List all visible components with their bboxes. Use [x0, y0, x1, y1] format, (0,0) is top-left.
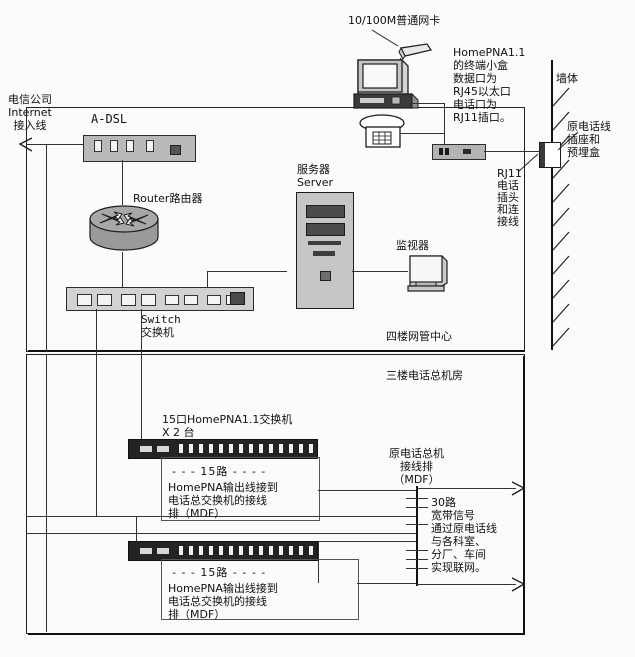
- switch-downlink-left-drop: [136, 516, 137, 541]
- mdf-label: 原电话总机 接线排 （MDF）: [389, 447, 444, 486]
- mdf-tick: [406, 568, 428, 569]
- server-to-monitor-line: [352, 271, 408, 272]
- pc-to-pna-line-h: [412, 103, 444, 104]
- hpna-output-note-1: HomePNA输出线接到 电话总交换机的接线 排（MDF）: [168, 481, 278, 520]
- wall-socket-icon: [539, 142, 561, 168]
- telephone-icon: [359, 114, 405, 148]
- mdf-out-bottom-arrow-icon: [511, 577, 526, 592]
- mdf-out-top-line: [416, 488, 516, 489]
- mdf-tick: [406, 524, 428, 525]
- mdf-feed-line-1: [26, 516, 416, 517]
- adsl-to-router-line: [122, 160, 123, 205]
- nic-label: 10/100M普通网卡: [348, 14, 441, 27]
- adsl-modem-icon: [83, 135, 196, 162]
- floor3-box-shadow-right: [523, 356, 525, 634]
- hpna-note-box-2: [161, 559, 359, 620]
- wall-label: 墙体: [556, 72, 578, 85]
- switch-downlink-right: [141, 309, 142, 439]
- hpna1-to-mdf-line: [318, 490, 416, 491]
- mdf-tick: [406, 559, 428, 560]
- mdf-note-label: 30路 宽带信号 通过原电话线 与各科室、 分厂、车间 实现联网。: [431, 496, 497, 574]
- telecom-arrow-icon: [18, 137, 33, 152]
- hpna-output-note-2: HomePNA输出线接到 电话总交换机的接线 排（MDF）: [168, 582, 278, 621]
- switch-downlink-left: [96, 309, 97, 516]
- desktop-computer-icon: [353, 59, 419, 109]
- monitor-label: 监视器: [396, 239, 429, 252]
- floor3-label: 三楼电话总机房: [386, 369, 463, 382]
- mdf-tick: [406, 550, 428, 551]
- hpna-note-box-1: [161, 457, 320, 521]
- homepna-switch-icon-2: [128, 541, 318, 561]
- mdf-out-bottom-line: [416, 584, 516, 585]
- crt-monitor-icon: [407, 255, 448, 292]
- rj11-leader: [517, 153, 539, 173]
- switch-to-server-line-h: [207, 271, 287, 272]
- telecom-line-horizontal: [26, 144, 83, 145]
- network-card-icon: [398, 43, 432, 60]
- switch-label: Switch 交换机: [141, 313, 181, 339]
- lines15-label-1: - - - 15路 - - - -: [172, 465, 267, 478]
- wall-hatching-icon: [552, 87, 570, 347]
- floor4-box-shadow-bottom: [28, 350, 525, 352]
- hpna-switch-label: 15口HomePNA1.1交换机 X 2 台: [162, 413, 293, 439]
- phone-to-pna-line-h: [400, 133, 444, 134]
- wall-socket-leader: [557, 131, 579, 151]
- nic-leader-line: [371, 29, 399, 47]
- hpna2-to-mdf-line: [318, 541, 416, 542]
- pc-to-pna-line-v: [444, 103, 445, 147]
- adsl-label: A-DSL: [91, 112, 128, 126]
- wall-socket-label: 原电话线 插座和 预埋盒: [567, 120, 611, 159]
- switch-status-led: [230, 292, 245, 305]
- floor3-box-shadow-bottom: [28, 633, 525, 635]
- pna-to-socket-line: [484, 151, 540, 152]
- wall-line: [551, 60, 553, 350]
- mdf-vertical-bar: [416, 486, 418, 586]
- hpna2-lower-branch: [357, 583, 416, 584]
- ethernet-switch-icon: [66, 287, 254, 311]
- telecom-line-label: 电信公司 Internet 接入线: [8, 93, 52, 132]
- mdf-tick: [406, 507, 428, 508]
- homepna-switch-icon-1: [128, 439, 318, 459]
- floor4-label: 四楼网管中心: [386, 330, 452, 343]
- rj11-label: RJ11 电话 插头 和连 接线: [497, 167, 522, 228]
- router-label: Router路由器: [133, 192, 203, 205]
- mdf-feed-line-2: [26, 533, 416, 534]
- telecom-drop-line-lower: [46, 354, 47, 632]
- mdf-tick: [406, 498, 428, 499]
- homepna-box-label: HomePNA1.1 的终端小盒 数据口为 RJ45以太口 电话口为 RJ11插…: [453, 46, 526, 124]
- router-icon: [89, 205, 159, 251]
- homepna-terminal-box-icon: [432, 144, 486, 160]
- lines15-label-2: - - - 15路 - - - -: [172, 566, 267, 579]
- server-label: 服务器 Server: [297, 163, 334, 189]
- switch-to-server-line-v: [207, 271, 208, 288]
- hpna2-riser-v: [318, 541, 319, 583]
- router-to-switch-line: [122, 252, 123, 287]
- telecom-drop-line: [46, 144, 47, 352]
- server-tower-icon: [296, 192, 354, 309]
- mdf-out-top-arrow-icon: [511, 481, 526, 496]
